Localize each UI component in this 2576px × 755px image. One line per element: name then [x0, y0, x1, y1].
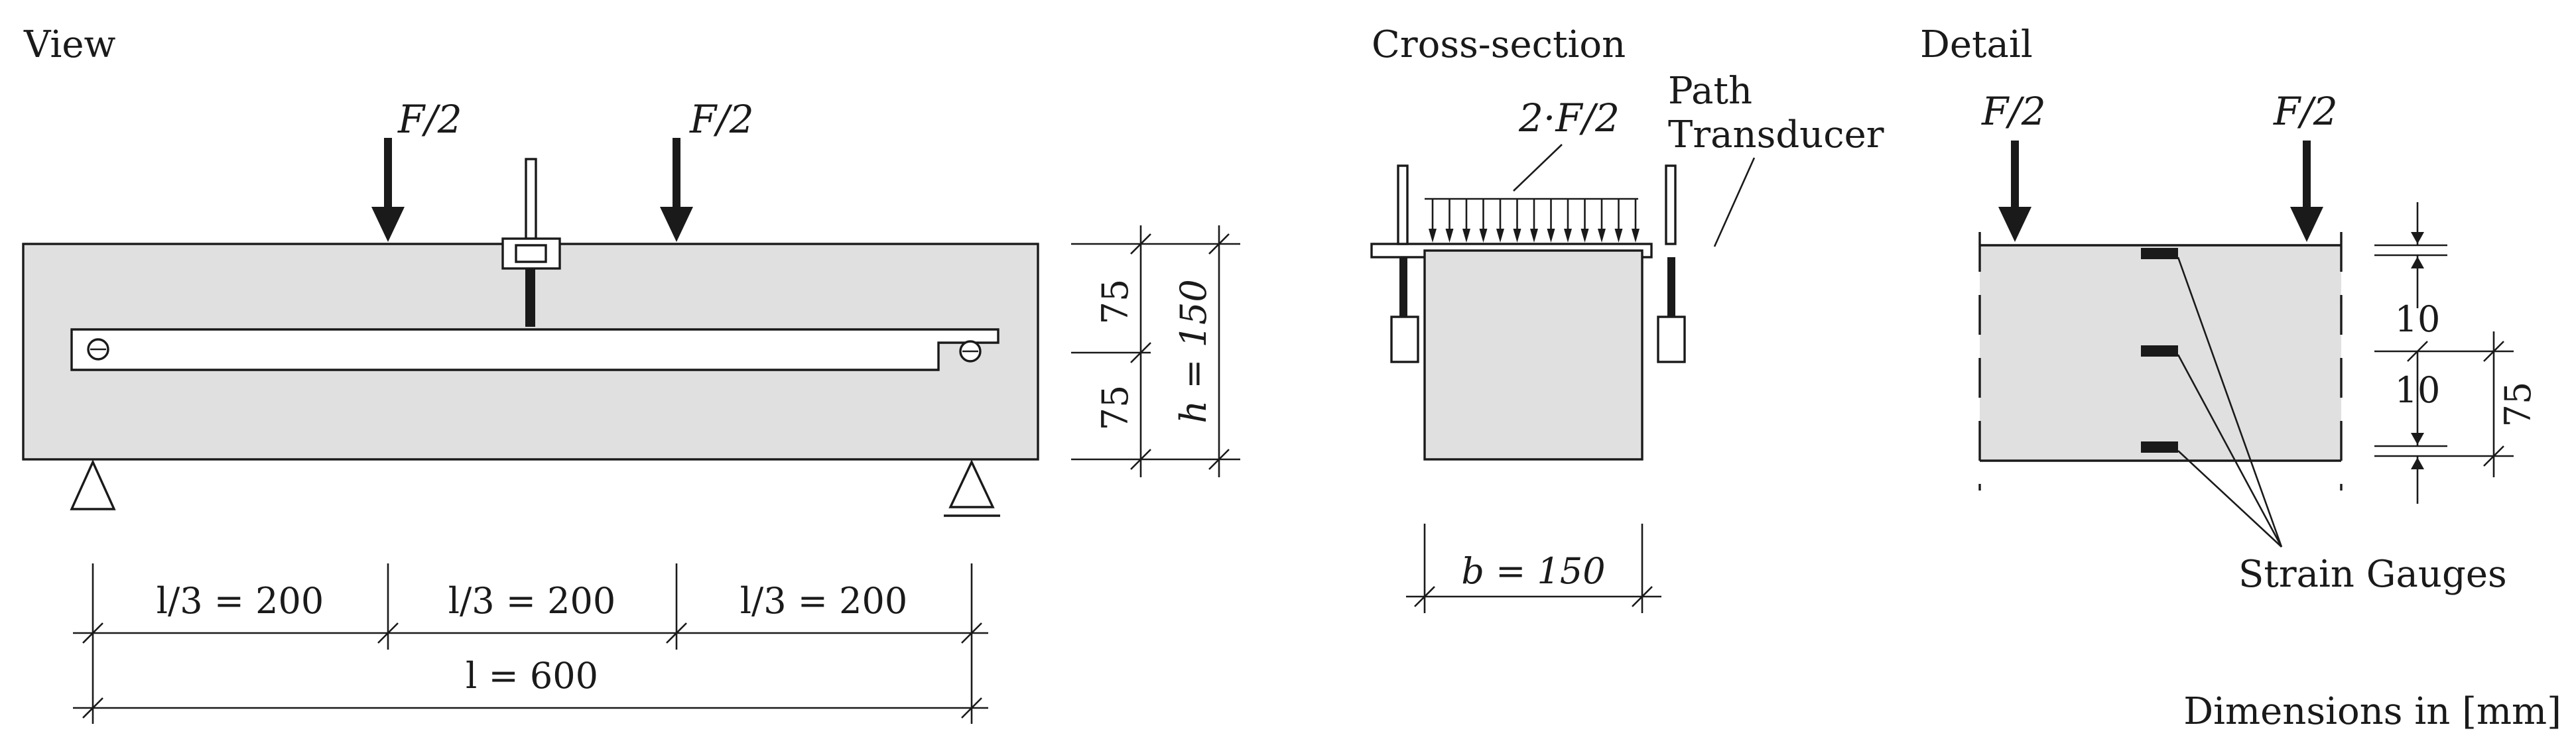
- view-horizontal-dimension: [73, 563, 988, 724]
- cross-section-transducer-left-icon: [1390, 164, 1419, 363]
- transducer-label-line1: Path: [1668, 70, 1752, 113]
- cross-section-transducer-right-icon: [1657, 164, 1686, 363]
- detail-title: Detail: [1920, 23, 2033, 66]
- cross-section-load-label: 2·F/2: [1518, 95, 1620, 141]
- view-force-right-arrow-icon: [660, 138, 693, 242]
- cross-section-body: [1423, 249, 1643, 461]
- view-dim-seg2: l/3 = 200: [448, 580, 615, 622]
- transducer-label-line2: Transducer: [1668, 113, 1884, 156]
- cross-section-title: Cross-section: [1372, 23, 1626, 66]
- strain-gauge-leaders: [2177, 257, 2283, 548]
- cross-section-panel: Cross-section 2·F/2 Path Transducer: [1370, 23, 1884, 613]
- cross-section-load-leader: [1513, 144, 1563, 192]
- view-dim-seg3: l/3 = 200: [740, 580, 907, 622]
- view-dim-h: h = 150: [1173, 279, 1214, 423]
- view-panel: View F/2 F/2: [22, 23, 1240, 724]
- detail-dim-75: 75: [2497, 382, 2539, 428]
- detail-dim-10-top: 10: [2395, 298, 2441, 340]
- detail-force-left-label: F/2: [1981, 89, 2046, 134]
- view-dim-75-top: 75: [1094, 279, 1136, 325]
- view-vertical-dimension: [1071, 225, 1240, 477]
- detail-panel: Detail F/2 F/2 Strain Gauges: [1920, 23, 2539, 596]
- view-title: View: [23, 23, 116, 66]
- view-pin-support-icon: [70, 459, 116, 510]
- view-force-right-label: F/2: [689, 97, 754, 142]
- detail-force-right-label: F/2: [2273, 89, 2338, 134]
- strain-gauge-top: [2141, 248, 2178, 259]
- detail-dim-10-bottom: 10: [2395, 369, 2441, 411]
- view-force-left-label: F/2: [397, 97, 462, 142]
- view-dim-total: l = 600: [466, 655, 598, 697]
- view-force-left-arrow-icon: [371, 138, 405, 242]
- detail-vertical-dimension: [2374, 202, 2514, 504]
- view-dim-seg1: l/3 = 200: [157, 580, 324, 622]
- view-dim-75-bottom: 75: [1094, 385, 1136, 431]
- detail-force-left-arrow-icon: [1998, 141, 2031, 242]
- view-transducer-icon: [501, 158, 561, 327]
- view-anchor-right-icon: [959, 340, 982, 363]
- view-anchor-left-icon: [87, 338, 109, 361]
- view-reinforcement-bar: [70, 328, 999, 371]
- transducer-leader: [1713, 157, 1756, 247]
- strain-gauge-middle: [2141, 345, 2178, 357]
- strain-gauge-bottom: [2141, 441, 2178, 453]
- strain-gauges-label: Strain Gauges: [2238, 553, 2507, 596]
- units-note: Dimensions in [mm]: [2183, 690, 2561, 733]
- cross-section-dim-b: b = 150: [1461, 550, 1605, 592]
- detail-force-right-arrow-icon: [2290, 141, 2323, 242]
- cross-section-width-dimension: [1406, 524, 1661, 613]
- view-roller-support-icon: [944, 459, 1000, 517]
- distributed-load-arrows-icon: [1425, 198, 1640, 243]
